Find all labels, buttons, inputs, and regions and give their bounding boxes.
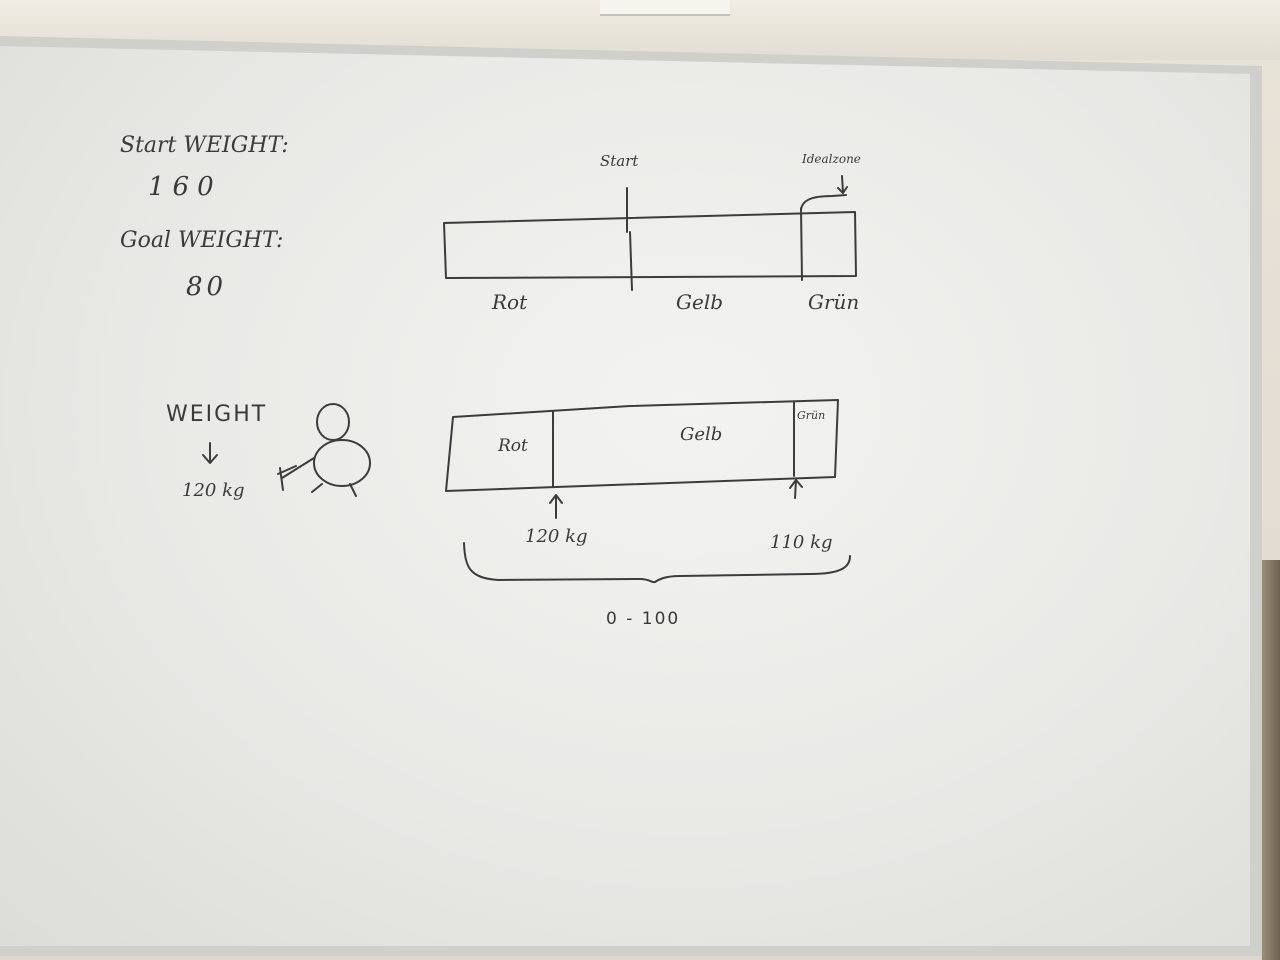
- target-zone-bracket: [800, 194, 847, 211]
- weight-label: WEIGHT: [166, 402, 268, 427]
- weight-value: 120 kg: [182, 480, 245, 501]
- target-zone-label: Idealzone: [802, 152, 861, 166]
- range-brace: [463, 542, 851, 584]
- top-bar-label-red: Rot: [492, 290, 528, 314]
- top-bar-divider-green: [800, 207, 803, 281]
- person-figure: [277, 403, 371, 497]
- side-post: [1262, 560, 1280, 960]
- goal-weight-label: Goal WEIGHT:: [120, 228, 284, 253]
- marker-arrow-right: [789, 479, 803, 499]
- bottom-bar-label-red: Rot: [498, 436, 528, 456]
- bottom-bar-outline: [445, 399, 839, 492]
- bottom-bar-label-yellow: Gelb: [680, 424, 723, 445]
- range-label: 0 - 100: [606, 609, 681, 629]
- target-zone-arrow: [837, 175, 848, 194]
- marker-left-label: 120 kg: [525, 526, 588, 547]
- start-weight-value: 160: [148, 172, 222, 202]
- start-weight-label: Start WEIGHT:: [120, 133, 289, 158]
- weight-down-arrow: [202, 442, 218, 464]
- top-bar-start-label: Start: [600, 152, 639, 170]
- marker-right-label: 110 kg: [770, 532, 833, 553]
- ceiling-light: [600, 0, 730, 16]
- goal-weight-value: 80: [186, 272, 228, 302]
- bottom-bar-label-green: Grün: [797, 409, 826, 422]
- top-bar-outline: [443, 211, 857, 279]
- top-bar-divider-start: [626, 187, 633, 291]
- marker-arrow-left: [549, 494, 563, 519]
- top-bar-label-green: Grün: [808, 290, 860, 314]
- top-bar-label-yellow: Gelb: [676, 290, 724, 314]
- whiteboard: [0, 46, 1250, 946]
